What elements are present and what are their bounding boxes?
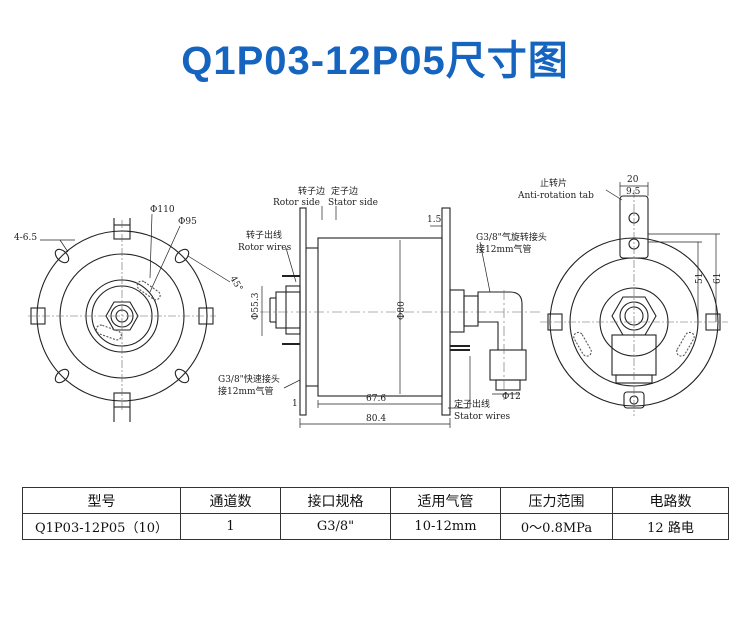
label-dia-80: Φ80 [397, 301, 407, 320]
spec-table: 型号 通道数 接口规格 适用气管 压力范围 电路数 Q1P03-12P05（10… [22, 487, 729, 540]
label-dim-1: 1 [292, 399, 298, 409]
label-pipe-12: 接12mm气管 [218, 385, 274, 397]
label-dia-110: Φ110 [150, 205, 175, 215]
label-h-61: 61 [713, 273, 723, 284]
cell-circuits: 12 路电 [612, 513, 729, 540]
rotor-flange-plate [299, 207, 307, 416]
label-len-80: 80.4 [366, 414, 386, 424]
header-interface: 接口规格 [280, 487, 391, 514]
label-len-67: 67.6 [366, 394, 386, 404]
header-circuits: 电路数 [612, 487, 729, 514]
label-rotor-side: 转子边 [298, 185, 325, 197]
slip-ring-housing [317, 237, 443, 397]
label-holes: 4-6.5 [14, 233, 37, 243]
label-stator-wires-cn: 定子出线 [454, 398, 490, 410]
label-rotor-wires-cn: 转子出线 [246, 229, 282, 241]
right-end-view [540, 182, 728, 416]
elbow-fitting [477, 291, 523, 351]
header-pipe: 适用气管 [390, 487, 501, 514]
label-rotor-wires-en: Rotor wires [238, 243, 292, 253]
label-angle: 45° [227, 275, 244, 294]
label-dia-55: Φ55.3 [251, 292, 261, 320]
header-channels: 通道数 [180, 487, 281, 514]
label-dia-12: Φ12 [502, 392, 521, 402]
label-h-51: 51 [695, 273, 705, 284]
cell-pipe: 10-12mm [390, 513, 501, 540]
table-header-row: 型号 通道数 接口规格 适用气管 压力范围 电路数 [22, 487, 729, 514]
cell-pressure: 0～0.8MPa [500, 513, 613, 540]
label-rotary-fitting: G3/8"气旋转接头 [476, 231, 547, 243]
header-pressure: 压力范围 [500, 487, 613, 514]
label-pipe-12b: 接12mm气管 [476, 243, 532, 255]
cell-interface: G3/8" [280, 513, 391, 540]
side-view [260, 206, 540, 428]
cell-model: Q1P03-12P05（10） [22, 513, 181, 540]
left-hex-nut [105, 301, 139, 331]
label-tab-en: Anti-rotation tab [517, 191, 594, 201]
left-end-view [28, 213, 231, 422]
left-wire-slot-2 [95, 324, 122, 341]
label-stator-side: 定子边 [331, 185, 358, 197]
rotary-joint-nut [449, 289, 465, 333]
elbow-quick-fitting [489, 349, 527, 381]
label-rotor-side-en: Rotor side [273, 198, 320, 208]
header-model: 型号 [22, 487, 181, 514]
label-tab-cn: 止转片 [540, 177, 567, 189]
left-wire-slot-1 [136, 280, 161, 301]
label-w-9-5: 9.5 [626, 187, 641, 197]
label-stator-wires-en: Stator wires [454, 412, 511, 422]
label-quick-fitting: G3/8"快速接头 [218, 373, 280, 385]
page-title: Q1P03-12P05尺寸图 [181, 39, 569, 83]
label-dia-95: Φ95 [178, 217, 197, 227]
label-w-20: 20 [627, 175, 639, 185]
table-row: Q1P03-12P05（10） 1 G3/8" 10-12mm 0～0.8MPa… [22, 513, 729, 540]
rotor-quick-fitting [275, 291, 301, 329]
cell-channels: 1 [180, 513, 281, 540]
dimension-drawing: 4-6.5 Φ110 Φ95 45° 转子边 定子边 Rotor side St… [14, 175, 728, 428]
label-thickness: 1.5 [427, 215, 442, 225]
stator-flange-plate [441, 207, 451, 416]
label-stator-side-en: Stator side [328, 198, 378, 208]
